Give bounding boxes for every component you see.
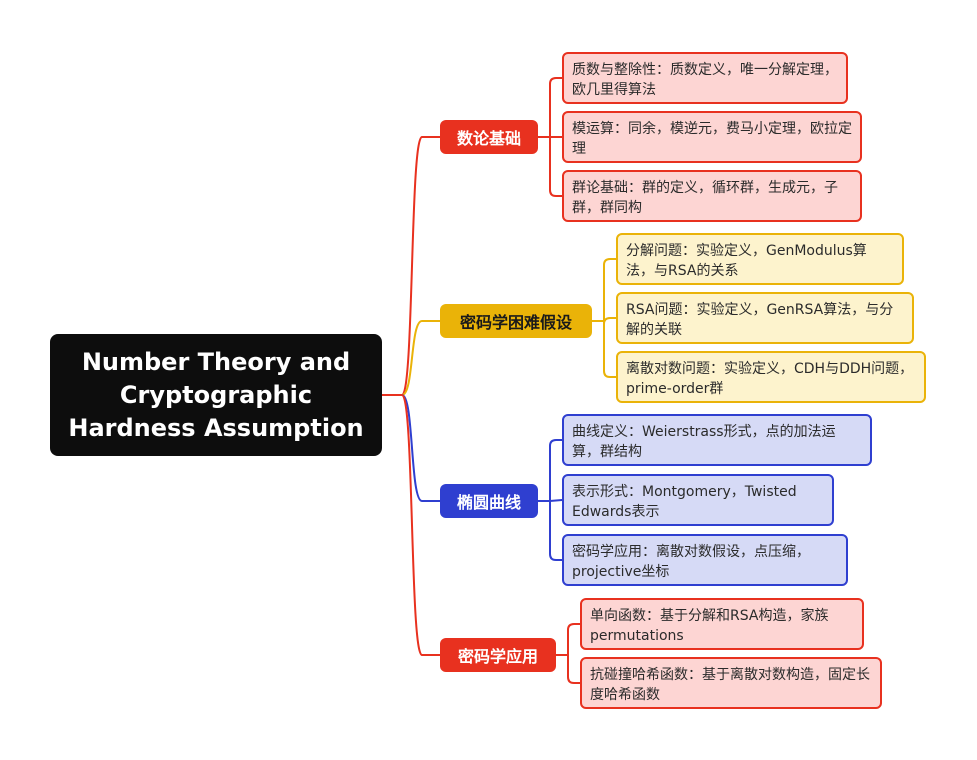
branch-number-theory[interactable]: 数论基础	[440, 120, 538, 154]
leaf-group-theory[interactable]: 群论基础：群的定义，循环群，生成元，子群，群同构	[562, 170, 862, 222]
branch-elliptic-curves[interactable]: 椭圆曲线	[440, 484, 538, 518]
branch-label: 数论基础	[456, 129, 521, 148]
branch-label: 椭圆曲线	[456, 493, 521, 512]
leaf-text: 离散对数问题：实验定义，CDH与DDH问题，prime-order群	[626, 361, 914, 397]
branch-label: 密码学应用	[457, 647, 538, 666]
leaf-one-way-functions[interactable]: 单向函数：基于分解和RSA构造，家族permutations	[580, 598, 864, 650]
branch-label: 密码学困难假设	[459, 313, 572, 332]
leaf-text: 表示形式：Montgomery，Twisted Edwards表示	[572, 484, 797, 520]
leaf-text: 群论基础：群的定义，循环群，生成元，子群，群同构	[572, 180, 838, 216]
branch-leaf-connector	[591, 258, 617, 322]
branch-leaf-connector	[555, 623, 581, 656]
branch-leaf-connector	[537, 439, 563, 502]
leaf-text: 单向函数：基于分解和RSA构造，家族permutations	[590, 608, 829, 644]
leaf-curve-definition[interactable]: 曲线定义：Weierstrass形式，点的加法运算，群结构	[562, 414, 872, 466]
root-branch-connector	[381, 320, 441, 396]
leaf-text: 抗碰撞哈希函数：基于离散对数构造，固定长度哈希函数	[590, 667, 870, 703]
branch-hardness-assumptions[interactable]: 密码学困难假设	[440, 304, 592, 338]
leaf-text: 模运算：同余，模逆元，费马小定理，欧拉定理	[572, 121, 852, 157]
root-topic-label: Number Theory and Cryptographic Hardness…	[68, 347, 364, 442]
root-topic[interactable]: Number Theory and Cryptographic Hardness…	[50, 334, 382, 456]
leaf-modular-arithmetic[interactable]: 模运算：同余，模逆元，费马小定理，欧拉定理	[562, 111, 862, 163]
leaf-text: 曲线定义：Weierstrass形式，点的加法运算，群结构	[572, 424, 836, 460]
leaf-text: 分解问题：实验定义，GenModulus算法，与RSA的关系	[626, 243, 867, 279]
leaf-primes-divisibility[interactable]: 质数与整除性：质数定义，唯一分解定理，欧几里得算法	[562, 52, 848, 104]
root-branch-connector	[381, 136, 441, 396]
leaf-rsa-problem[interactable]: RSA问题：实验定义，GenRSA算法，与分解的关联	[616, 292, 914, 344]
leaf-text: RSA问题：实验定义，GenRSA算法，与分解的关联	[626, 302, 894, 338]
branch-leaf-connector	[537, 136, 563, 197]
branch-leaf-connector	[555, 654, 581, 684]
leaf-collision-resistant-hash[interactable]: 抗碰撞哈希函数：基于离散对数构造，固定长度哈希函数	[580, 657, 882, 709]
leaf-text: 质数与整除性：质数定义，唯一分解定理，欧几里得算法	[572, 62, 838, 98]
leaf-crypto-applications[interactable]: 密码学应用：离散对数假设，点压缩，projective坐标	[562, 534, 848, 586]
leaf-text: 密码学应用：离散对数假设，点压缩，projective坐标	[572, 544, 810, 580]
branch-leaf-connector	[591, 320, 617, 378]
leaf-representation-forms[interactable]: 表示形式：Montgomery，Twisted Edwards表示	[562, 474, 834, 526]
branch-leaf-connector	[537, 77, 563, 138]
branch-leaf-connector	[537, 500, 563, 561]
leaf-discrete-log-problem[interactable]: 离散对数问题：实验定义，CDH与DDH问题，prime-order群	[616, 351, 926, 403]
root-branch-connector	[381, 394, 441, 656]
branch-cryptographic-applications[interactable]: 密码学应用	[440, 638, 556, 672]
leaf-factoring-problem[interactable]: 分解问题：实验定义，GenModulus算法，与RSA的关系	[616, 233, 904, 285]
